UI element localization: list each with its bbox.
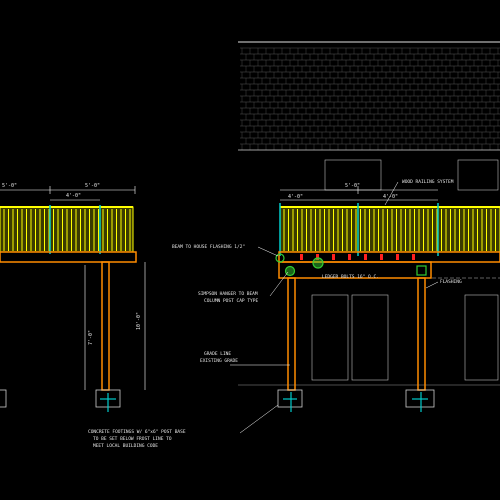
callout-leader	[257, 246, 279, 257]
lower-window-3	[464, 294, 499, 381]
joist-end	[316, 254, 319, 260]
right-dim-top: 5'-0"	[345, 183, 360, 189]
right-dim-rail-left: 4'-0"	[288, 194, 303, 200]
callout-grade-1: GRADE LINE	[204, 351, 231, 357]
joist-end	[396, 254, 399, 260]
callout-flashing: FLASHING	[440, 279, 462, 285]
left-dim-top-left: 5'-0"	[2, 183, 17, 189]
callout-railing: WOOD RAILING SYSTEM	[402, 179, 454, 185]
connector-bolt	[275, 253, 285, 263]
right-footing-1	[277, 389, 303, 408]
lower-window-1	[311, 294, 349, 381]
left-deck-elevation: 5'-0" 5'-0" 4'-0" 7'-0" 10'-0"	[0, 183, 146, 412]
joist-end	[412, 254, 415, 260]
left-dim-overall-height: 10'-0"	[136, 312, 142, 330]
left-balusters	[3, 209, 131, 251]
left-column-post	[101, 261, 110, 391]
joist-end	[380, 254, 383, 260]
callout-leader	[425, 281, 439, 289]
house-elevation	[238, 41, 500, 386]
connector-hanger	[284, 265, 296, 277]
left-dim-rail-spacing: 4'-0"	[66, 193, 81, 199]
right-deck-elevation: 5'-0" 4'-0" 4'-0" WOOD RAILING SYSTEM	[88, 179, 500, 449]
right-drop-beam	[278, 261, 432, 279]
right-balusters	[283, 209, 496, 251]
callout-connector-1: SIMPSON HANGER TO BEAM	[198, 291, 258, 297]
right-railing-panel	[279, 206, 500, 253]
roof-shingles	[240, 47, 500, 150]
right-dim-rail-right: 4'-0"	[383, 194, 398, 200]
callout-leader	[239, 404, 279, 434]
callout-beam: BEAM TO HOUSE FLASHING 1/2"	[172, 244, 245, 250]
connector-post-cap	[312, 257, 324, 269]
right-column-post-2	[417, 277, 426, 391]
connector-plate	[416, 265, 427, 276]
left-dim-post-height: 7'-0"	[88, 330, 94, 345]
callout-grade-2: EXISTING GRADE	[200, 358, 238, 364]
callout-footing-1: CONCRETE FOOTINGS W/ 6"x6" POST BASE	[88, 429, 186, 435]
joist-end	[364, 254, 367, 260]
right-footing-2	[405, 389, 435, 408]
joist-end	[300, 254, 303, 260]
callout-leader	[269, 271, 289, 297]
upper-window-right	[457, 159, 499, 191]
joist-ends	[300, 254, 415, 260]
joist-end	[348, 254, 351, 260]
joist-end	[332, 254, 335, 260]
callout-leader	[384, 181, 399, 206]
callout-footing-3: MEET LOCAL BUILDING CODE	[93, 443, 158, 449]
callout-ledger: LEDGER BOLTS 16" O.C.	[322, 274, 379, 280]
right-beam	[278, 251, 500, 263]
left-dim-top-right: 5'-0"	[85, 183, 100, 189]
lower-window-2	[351, 294, 389, 381]
right-column-post-1	[287, 277, 296, 391]
callout-connector-2: COLUMN POST CAP TYPE	[204, 298, 258, 304]
left-footing-partial	[0, 389, 7, 408]
left-beam	[0, 251, 137, 263]
callout-footing-2: TO BE SET BELOW FROST LINE TO	[93, 436, 172, 442]
